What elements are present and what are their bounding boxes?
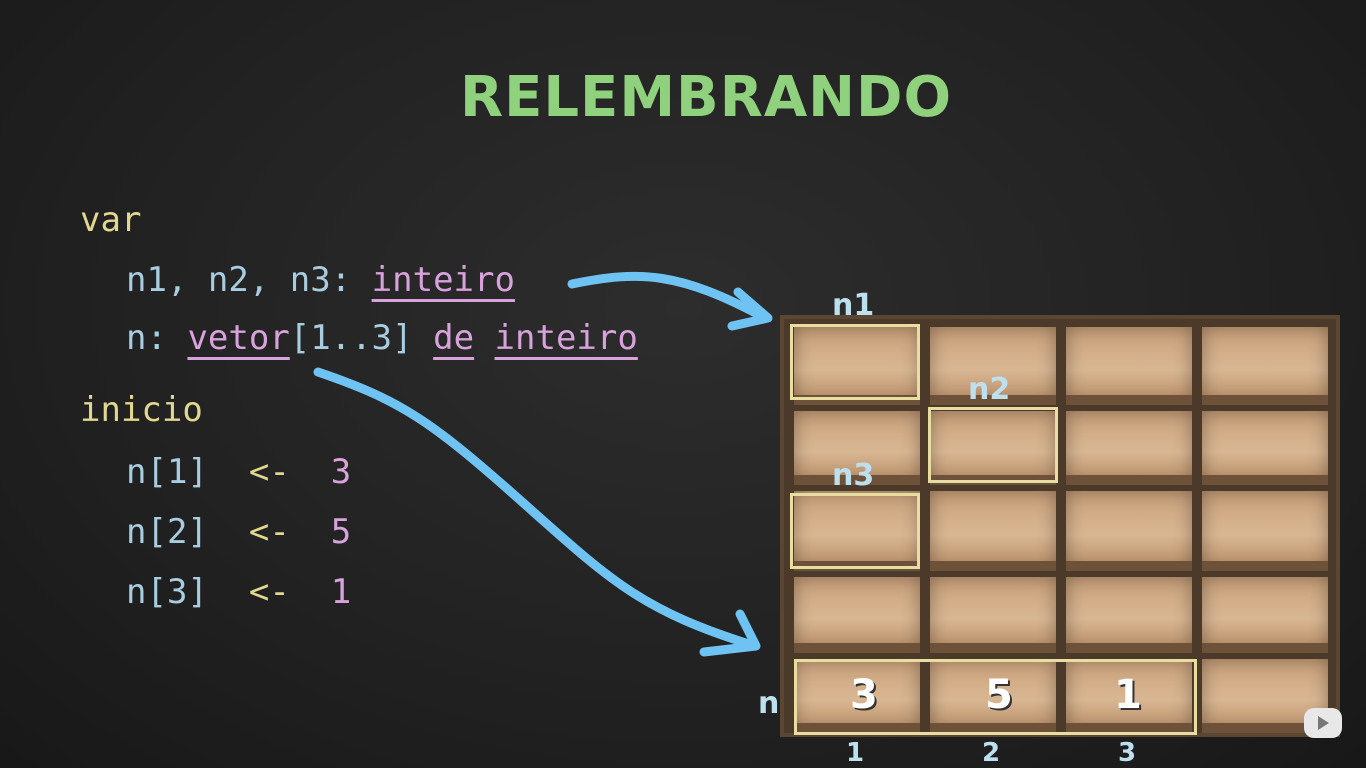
vector-value-1: 3	[850, 672, 878, 718]
vector-index-3: 3	[1118, 738, 1137, 768]
vector-value-2: 5	[985, 672, 1013, 718]
vector-index-1: 1	[846, 738, 865, 768]
code-var-keyword: var	[80, 200, 142, 240]
assignment-target: n[3]	[126, 572, 208, 612]
code-type-inteiro-1: inteiro	[371, 260, 515, 300]
shelf-label-n2: n2	[968, 372, 1011, 407]
code-assignment-3: n[3] <- 1	[126, 572, 351, 612]
shelf-cell	[1202, 411, 1328, 485]
shelf-cell	[1066, 577, 1192, 653]
shelf-cell	[794, 327, 920, 405]
highlight-n2	[928, 407, 1058, 483]
code-identifier-n: n:	[126, 318, 167, 358]
video-player-logo-icon	[1304, 708, 1342, 738]
assignment-value: 3	[330, 452, 352, 492]
shelf-cell	[1066, 491, 1192, 571]
assignment-target: n[1]	[126, 452, 208, 492]
highlight-n1	[790, 324, 920, 400]
shelf-cell	[794, 659, 920, 733]
assignment-value: 5	[330, 512, 352, 552]
shelf-cell	[1202, 491, 1328, 571]
code-vetor: vetor	[187, 318, 290, 358]
shelf-cell	[930, 659, 1056, 733]
shelf-label-n1: n1	[832, 288, 875, 323]
assignment-operator: <-	[248, 572, 290, 612]
shelf-cell	[930, 577, 1056, 653]
highlight-n3	[790, 493, 920, 569]
arrow-curved-icon	[313, 367, 761, 657]
assignment-operator: <-	[248, 452, 290, 492]
code-line-declaration-1: n1, n2, n3: inteiro	[126, 260, 515, 300]
code-line-declaration-2: n: vetor[1..3] de inteiro	[126, 318, 638, 358]
code-identifiers: n1, n2, n3:	[126, 260, 352, 300]
vector-value-3: 1	[1114, 672, 1142, 718]
code-type-inteiro-2: inteiro	[494, 318, 638, 358]
assignment-value: 1	[330, 572, 352, 612]
shelf-cell	[1202, 577, 1328, 653]
code-range: [1..3]	[289, 318, 413, 358]
shelf-cell	[1066, 659, 1192, 733]
shelf-cell	[1066, 411, 1192, 485]
shelf-cell	[930, 327, 1056, 405]
shelf-cell	[1066, 327, 1192, 405]
shelf-cell	[794, 577, 920, 653]
shelf-cell	[1202, 327, 1328, 405]
shelf-label-n: n	[758, 686, 780, 721]
shelf-cell	[794, 411, 920, 485]
shelf-cell	[794, 491, 920, 571]
assignment-operator: <-	[248, 512, 290, 552]
code-de: de	[433, 318, 475, 358]
shelf-cell	[930, 411, 1056, 485]
vector-index-2: 2	[982, 738, 1001, 768]
arrow-curved-icon	[567, 271, 773, 331]
page-title: RELEMBRANDO	[460, 65, 953, 130]
code-assignment-1: n[1] <- 3	[126, 452, 351, 492]
shelf-label-n3: n3	[832, 458, 875, 493]
highlight-vector-n	[794, 659, 1197, 735]
assignment-target: n[2]	[126, 512, 208, 552]
code-inicio-keyword: inicio	[80, 390, 203, 430]
code-assignment-2: n[2] <- 5	[126, 512, 351, 552]
shelf-cell	[930, 491, 1056, 571]
